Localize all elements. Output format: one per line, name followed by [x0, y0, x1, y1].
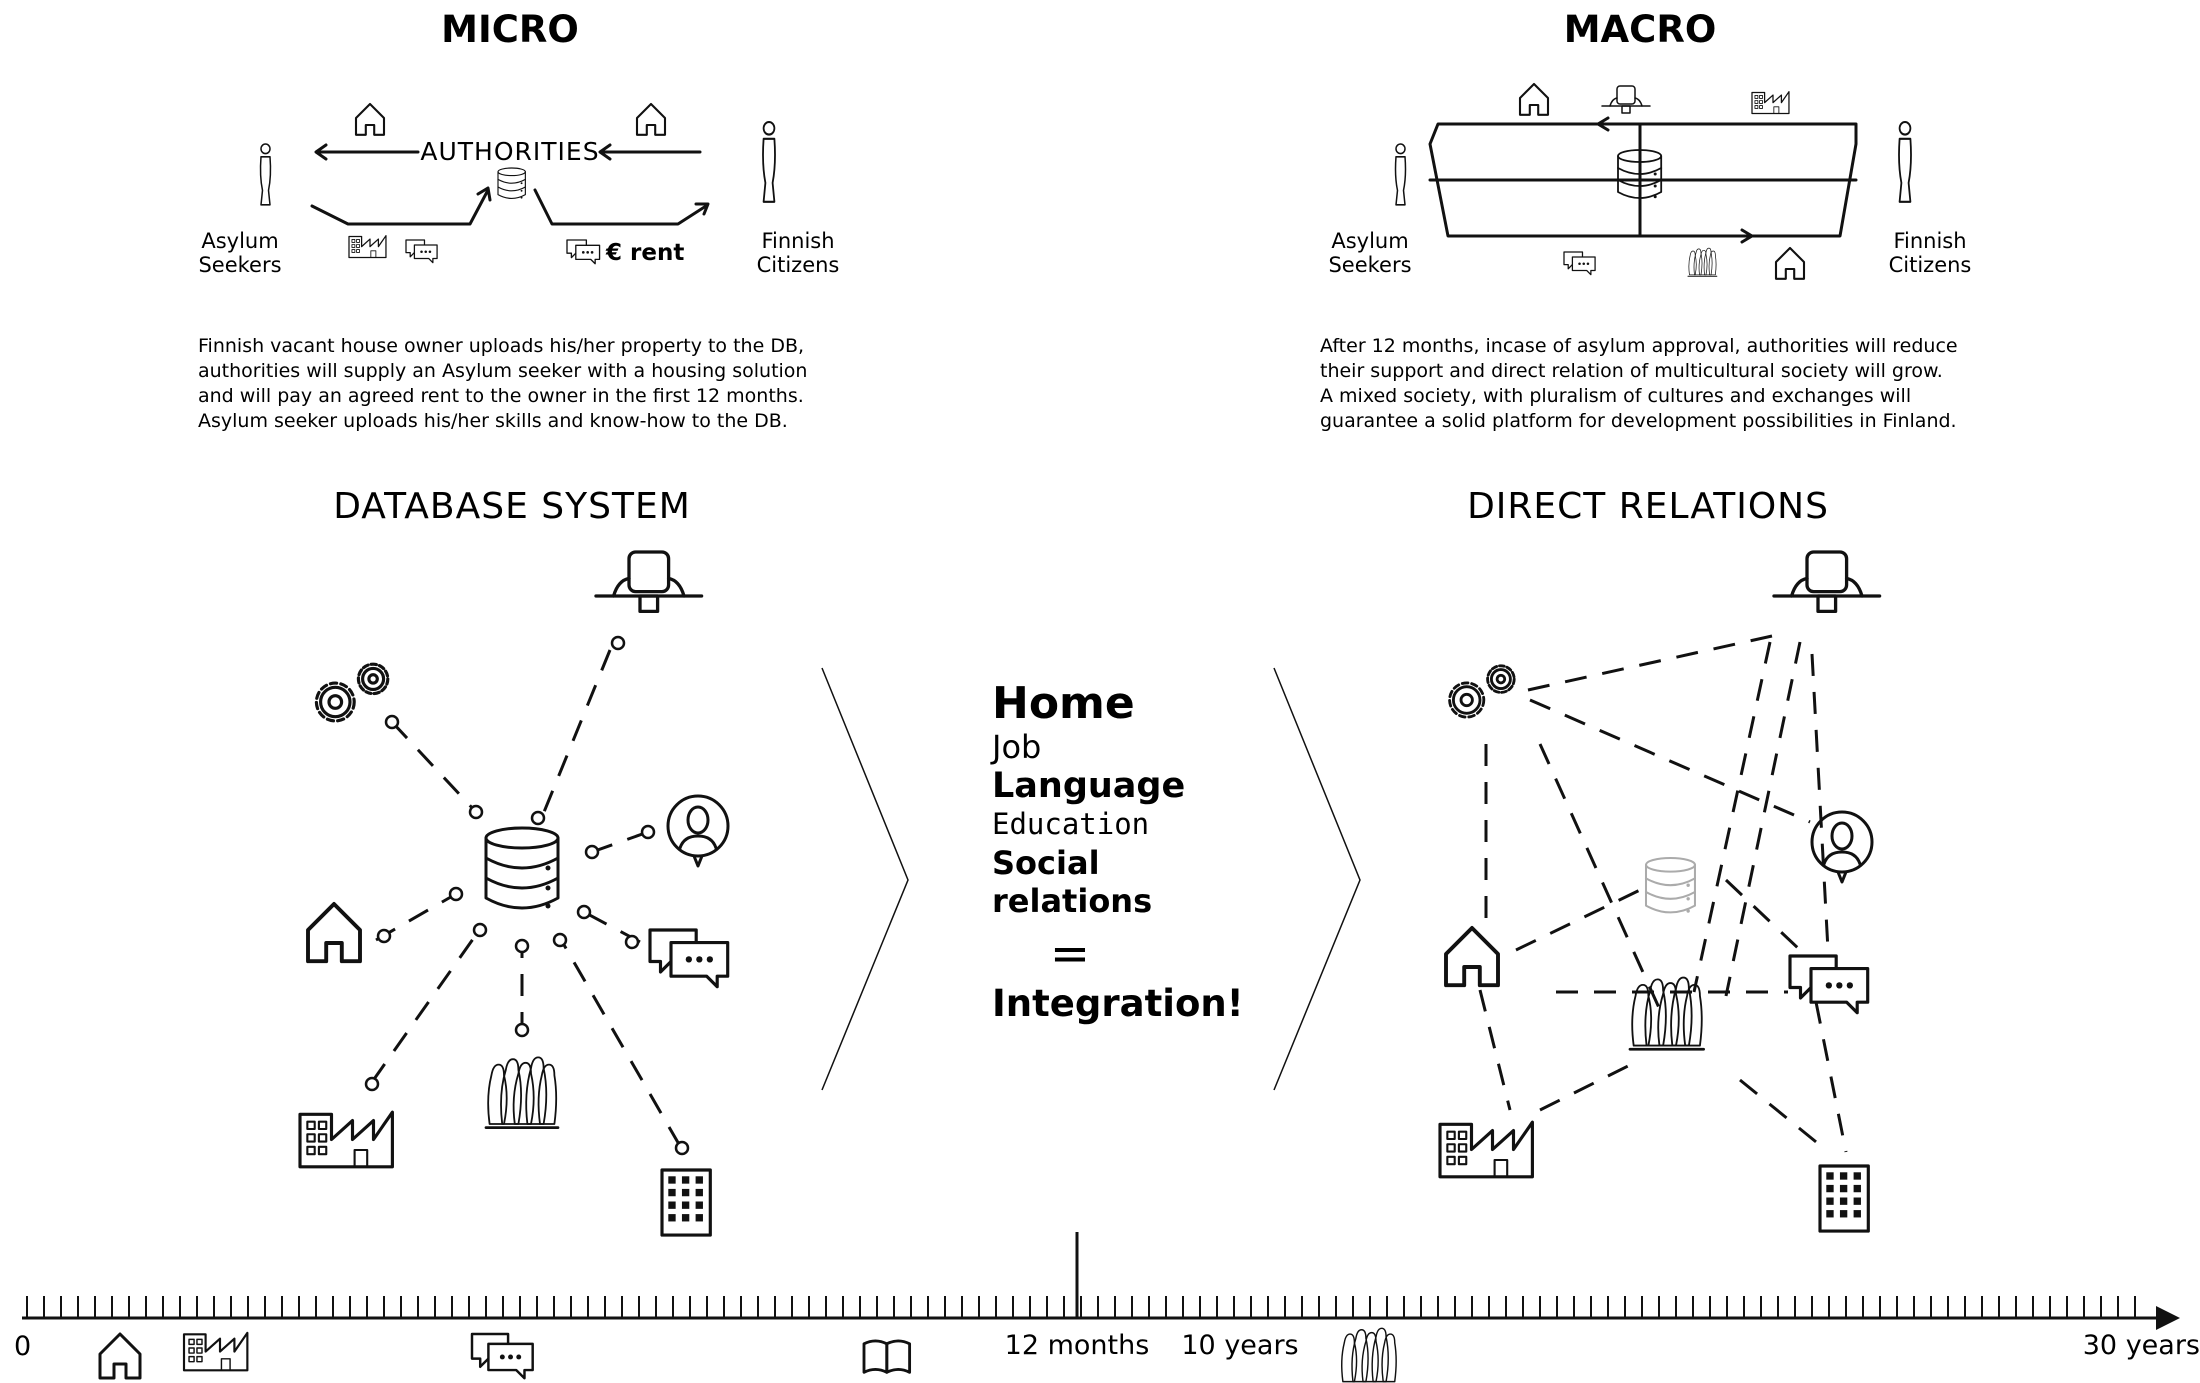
direct-relations-network [1438, 550, 1882, 1233]
chat-icon [1788, 954, 1870, 1015]
integration-equals: = [1050, 926, 1090, 982]
micro-desc-line: authorities will supply an Asylum seeker… [198, 360, 807, 382]
integration-item-job: Job [990, 728, 1041, 766]
database-icon [1644, 856, 1696, 914]
robot-icon [1601, 85, 1651, 114]
timeline-12-months: 12 months [1005, 1330, 1150, 1361]
house-icon [98, 1332, 142, 1380]
micro-desc-line: and will pay an agreed rent to the owner… [198, 385, 804, 407]
building-icon [660, 1168, 712, 1237]
figure-icon [1394, 143, 1407, 206]
macro-left-label-1: Asylum [1331, 229, 1408, 253]
macro-desc-line: After 12 months, incase of asylum approv… [1320, 335, 1958, 357]
chevron-right [1273, 667, 1361, 1091]
crowd-icon [1687, 247, 1718, 277]
micro-right-label-1: Finnish [761, 229, 834, 253]
integration-list: Home Job Language Education Social relat… [990, 678, 1244, 1025]
macro-desc-line: their support and direct relation of mul… [1320, 360, 1943, 382]
chat-icon [1563, 251, 1596, 276]
factory-icon [1438, 1120, 1534, 1179]
direct-relations-title: DIRECT RELATIONS [1467, 486, 1829, 527]
integration-item-relations: relations [992, 882, 1152, 920]
factory-icon [298, 1110, 394, 1169]
building-icon [1818, 1164, 1870, 1233]
house-icon [1518, 82, 1550, 116]
timeline-start: 0 [14, 1331, 31, 1362]
database-icon [484, 826, 560, 910]
integration-item-language: Language [992, 766, 1185, 806]
house-icon [1444, 926, 1500, 988]
house-icon [306, 902, 362, 964]
house-icon [354, 102, 386, 136]
integration-result: Integration! [992, 982, 1244, 1025]
macro-left-label-2: Seekers [1328, 253, 1411, 277]
gears-icon [314, 662, 390, 723]
house-icon [635, 102, 667, 136]
micro-flow: AUTHORITIES € rent Asylum Seekers Finnis… [198, 102, 840, 277]
database-system-network [298, 550, 730, 1237]
crowd-icon [1338, 1327, 1399, 1383]
chat-icon [405, 239, 438, 264]
robot-icon [594, 550, 704, 614]
chat-icon [648, 928, 730, 989]
robot-icon [1772, 550, 1882, 614]
rent-label: € rent [605, 240, 684, 266]
macro-right-label-1: Finnish [1893, 229, 1966, 253]
gears-icon [1448, 664, 1516, 719]
micro-left-label-1: Asylum [201, 229, 278, 253]
chat-icon [470, 1332, 534, 1380]
macro-title: MACRO [1564, 8, 1717, 51]
timeline-10-years: 10 years [1181, 1330, 1298, 1361]
timeline: 0 12 months 10 years 30 years [14, 1232, 2200, 1383]
micro-desc-line: Asylum seeker uploads his/her skills and… [198, 410, 788, 432]
factory-icon [182, 1331, 249, 1372]
integration-item-social: Social [992, 844, 1100, 882]
chat-icon [566, 239, 601, 265]
factory-icon [1751, 91, 1790, 115]
micro-desc-line: Finnish vacant house owner uploads his/h… [198, 335, 804, 357]
crowd-icon [1628, 976, 1705, 1051]
book-icon [862, 1339, 912, 1374]
macro-desc-line: A mixed society, with pluralism of cultu… [1320, 385, 1911, 407]
database-icon [497, 167, 526, 200]
micro-description: Finnish vacant house owner uploads his/h… [198, 335, 807, 432]
integration-item-home: Home [992, 678, 1135, 729]
database-system-title: DATABASE SYSTEM [333, 486, 691, 527]
macro-desc-line: guarantee a solid platform for developme… [1320, 410, 1957, 432]
chevron-left [821, 667, 909, 1091]
house-icon [1774, 246, 1806, 280]
macro-description: After 12 months, incase of asylum approv… [1320, 335, 1958, 432]
figure-icon [761, 120, 777, 203]
macro-right-label-2: Citizens [1889, 253, 1972, 277]
person-icon [666, 794, 730, 868]
macro-flow: Asylum Seekers Finnish Citizens [1328, 82, 1972, 280]
micro-right-label-2: Citizens [757, 253, 840, 277]
integration-item-education: Education [992, 807, 1149, 841]
authorities-label: AUTHORITIES [420, 137, 599, 166]
crowd-icon [484, 1056, 560, 1129]
micro-title: MICRO [441, 8, 579, 51]
timeline-end: 30 years [2083, 1330, 2200, 1361]
figure-icon [259, 143, 272, 206]
factory-icon [348, 235, 387, 259]
micro-left-label-2: Seekers [198, 253, 281, 277]
figure-icon [1897, 120, 1913, 203]
